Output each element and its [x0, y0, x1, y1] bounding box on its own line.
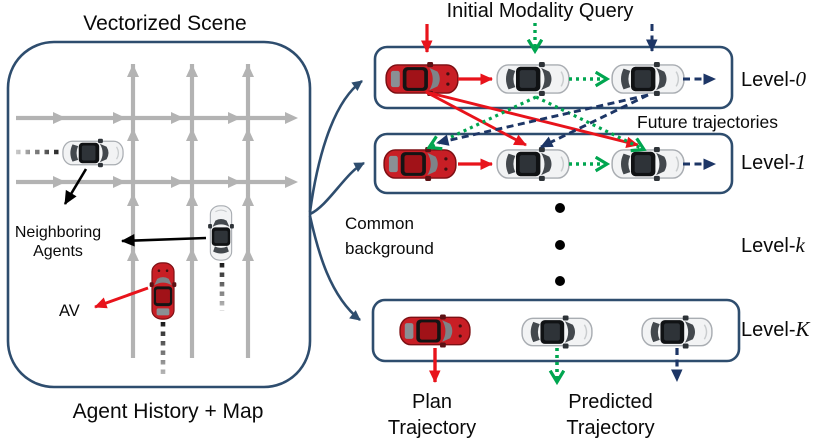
level-1-index: 1: [795, 150, 806, 174]
level-0-agent-car-2-icon: [611, 61, 685, 97]
level-ellipsis-dots: [555, 203, 565, 286]
query-title: Initial Modality Query: [446, 0, 634, 22]
predicted-trajectory-arrows: [557, 348, 683, 381]
neighboring-agents-arrows: [63, 168, 207, 247]
predicted-trajectory-label: Predicted Trajectory: [566, 391, 655, 439]
neighbor-car-2-icon: [207, 205, 235, 261]
scene-caption: Agent History + Map: [72, 400, 264, 423]
level-0-agent-car-icon: [496, 61, 570, 97]
level-1-agent-car-icon: [496, 146, 570, 182]
initial-modality-query-arrows: [421, 23, 658, 52]
level-0-prefix: Level-: [741, 69, 796, 91]
common-background-label: Common background: [345, 214, 434, 258]
level-1-agent-car-2-icon: [611, 146, 685, 182]
level-0-label: Level-0: [741, 67, 830, 92]
level-K-label: Level-K: [741, 317, 830, 342]
common-background-branches: [308, 79, 365, 322]
level-1-label: Level-1: [741, 150, 830, 175]
level-K-index: K: [795, 317, 810, 341]
level-0-index: 0: [795, 67, 806, 91]
level-1-prefix: Level-: [741, 152, 796, 174]
level-1-av-car-icon: [383, 146, 457, 182]
history-trails: [16, 149, 225, 379]
future-trajectories-label: Future trajectories: [637, 112, 779, 132]
av-car-icon: [149, 262, 177, 320]
plan-trajectory-label: Plan Trajectory: [387, 391, 477, 439]
level-K-agent-car-2-icon: [641, 314, 713, 350]
level-k-prefix: Level-: [741, 235, 796, 257]
level-K-av-car-icon: [399, 313, 471, 349]
level-k-label: Level-k: [741, 233, 830, 258]
level-K-prefix: Level-: [741, 319, 796, 341]
level-k-index: k: [795, 233, 805, 257]
future-trajectory-lines: [425, 90, 649, 149]
neighbor-car-icon: [62, 138, 124, 168]
scene-box: [6, 40, 312, 389]
scene-title: Vectorized Scene: [83, 12, 247, 35]
level-0-av-car-icon: [385, 61, 459, 97]
neighboring-agents-label: Neighboring Agents: [14, 224, 102, 260]
level-K-agent-car-icon: [521, 314, 593, 350]
av-pointer-arrow: [94, 286, 149, 309]
av-label: AV: [59, 302, 80, 320]
